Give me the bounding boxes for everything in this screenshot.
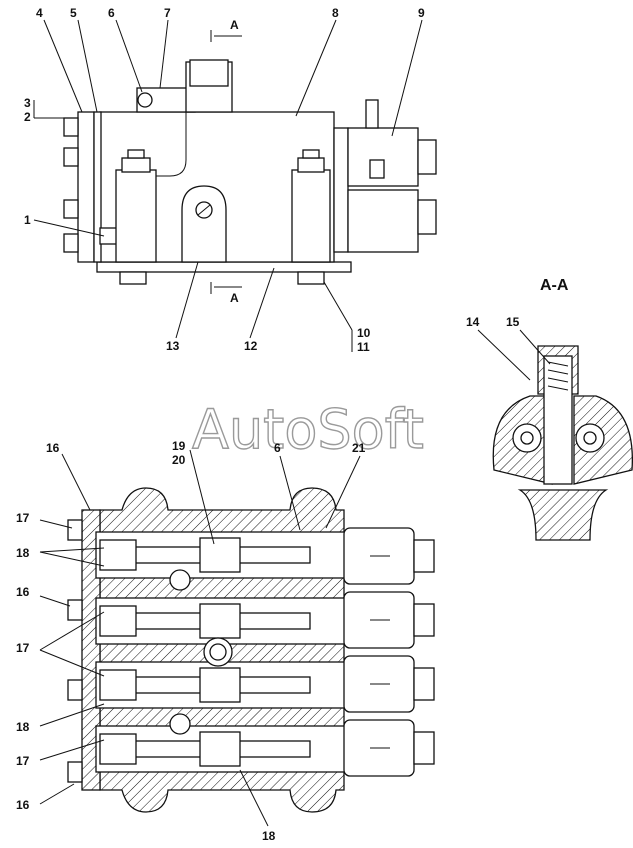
callout-4: 4 — [36, 6, 43, 20]
section-view — [492, 345, 633, 541]
section-spool — [543, 355, 573, 485]
callout-17: 17 — [16, 641, 30, 655]
callout-5: 5 — [70, 6, 77, 20]
solenoid-plug — [417, 199, 437, 235]
plunger-left — [115, 169, 157, 263]
callout-16: 16 — [16, 798, 30, 812]
callout-16: 16 — [46, 441, 60, 455]
bolt-head — [63, 147, 79, 167]
end-plate-outer — [77, 111, 95, 263]
callout-7: 7 — [164, 6, 171, 20]
callout-11: 11 — [357, 340, 370, 354]
bolt-head — [63, 117, 79, 137]
callout-6: 6 — [108, 6, 115, 20]
callout-18: 18 — [262, 829, 276, 843]
section-marker-bottom: A — [230, 291, 239, 305]
callout-2: 2 — [24, 110, 31, 124]
callout-18: 18 — [16, 720, 30, 734]
watermark: AutoSoft — [192, 398, 424, 461]
bottom-nut — [297, 271, 325, 285]
callout-14: 14 — [466, 315, 480, 329]
pipe — [156, 112, 187, 177]
leader-lines — [33, 19, 551, 827]
callout-8: 8 — [332, 6, 339, 20]
bottom-nut — [119, 271, 147, 285]
callout-labels: 4 5 6 7 8 9 3 2 1 13 12 10 11 14 15 16 1… — [16, 6, 569, 843]
callout-13: 13 — [166, 339, 180, 353]
section-stem — [517, 489, 609, 541]
callout-18: 18 — [16, 546, 30, 560]
solenoid-lower — [347, 189, 419, 253]
callout-19: 19 — [172, 439, 186, 453]
center-boss — [181, 185, 227, 263]
callout-15: 15 — [506, 315, 520, 329]
top-view — [63, 30, 437, 294]
callout-17: 17 — [16, 511, 30, 525]
callout-12: 12 — [244, 339, 258, 353]
section-marker-top: A — [230, 18, 239, 32]
bolt-head — [63, 233, 79, 253]
section-title: A-A — [540, 277, 569, 294]
base-plate — [96, 261, 352, 273]
callout-3: 3 — [24, 96, 31, 110]
plunger-right-nut — [297, 157, 325, 173]
solenoid-plug — [417, 139, 437, 175]
bolt-head — [63, 199, 79, 219]
plunger-left-nut — [121, 157, 151, 173]
callout-1: 1 — [24, 213, 31, 227]
callout-17: 17 — [16, 754, 30, 768]
callout-10: 10 — [357, 326, 371, 340]
callout-16: 16 — [16, 585, 30, 599]
callout-21: 21 — [352, 441, 366, 455]
end-plate-section — [81, 509, 101, 791]
callout-6-lower: 6 — [274, 441, 281, 455]
bottom-section — [67, 487, 435, 813]
callout-20: 20 — [172, 453, 186, 467]
callout-9: 9 — [418, 6, 425, 20]
plunger-right — [291, 169, 331, 263]
end-plate-inner — [93, 111, 102, 263]
connector-block — [333, 127, 349, 253]
